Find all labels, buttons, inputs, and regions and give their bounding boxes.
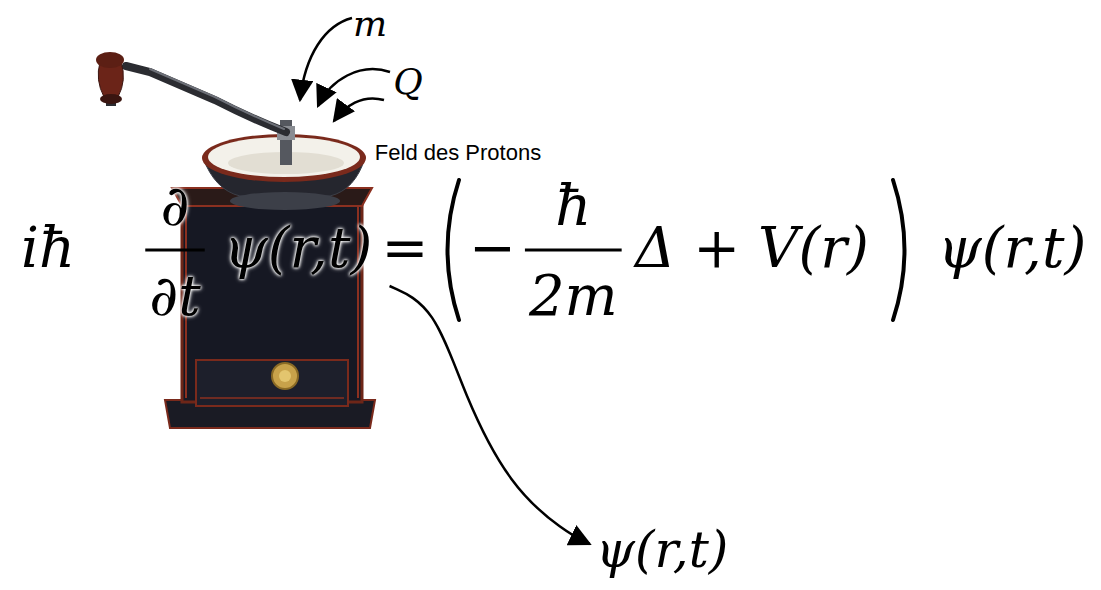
grinder-crank-highlight [150, 69, 284, 129]
wavefunction: ψ(r,t) [224, 220, 373, 276]
grinder-handle-base [100, 94, 122, 104]
fraction-bar [145, 249, 204, 252]
grinder-ornament [230, 192, 340, 210]
fraction-bar [525, 249, 622, 252]
input-arrow [300, 18, 352, 100]
equation-term: iħ [21, 220, 75, 276]
grinder-brass-knob [272, 363, 298, 389]
output-arrow [390, 286, 590, 544]
equals-sign: = [382, 220, 429, 276]
parenthesis [893, 180, 905, 320]
wavefunction: ψ(r,t) [938, 220, 1087, 276]
charge-label: Q [393, 64, 423, 100]
grinder-brass-knob-center [279, 370, 291, 382]
parenthesis [448, 180, 460, 320]
grinder-drawer [196, 360, 348, 406]
field-label: Feld des Protons [375, 142, 541, 164]
fraction-numerator: ∂ [161, 178, 190, 234]
wavefunction-output: ψ(r,t) [596, 525, 729, 575]
grinder [96, 52, 375, 428]
grinder-drawer-trim [200, 397, 344, 399]
input-arrow [318, 69, 390, 106]
mass-label: m [353, 6, 387, 42]
input-arrow [334, 98, 384, 121]
fraction-denominator: ∂t [149, 268, 200, 324]
grinder-handle-top [96, 52, 124, 68]
grinder-crank [126, 66, 286, 132]
minus-sign: − [469, 220, 516, 276]
fraction-denominator: 2m [529, 268, 618, 324]
fraction-numerator: ħ [555, 178, 591, 234]
equation-term: Δ + V(r) [635, 220, 869, 276]
